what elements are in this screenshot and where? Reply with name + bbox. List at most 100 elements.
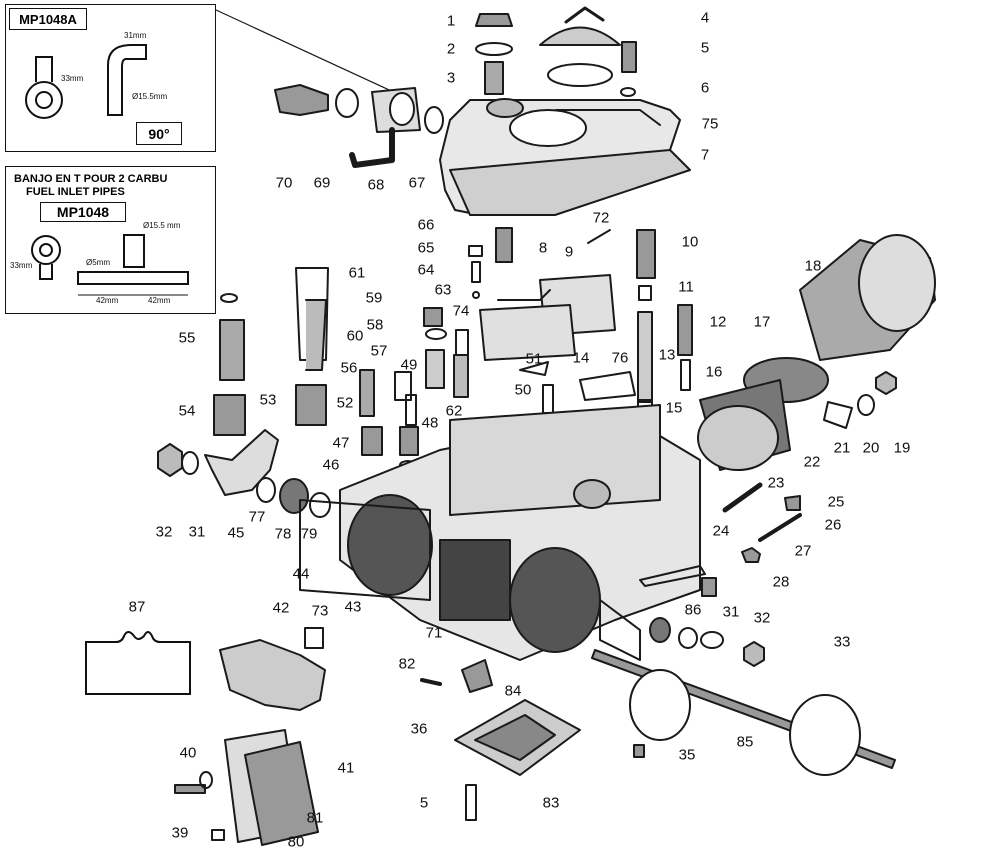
- part-label: 52: [336, 394, 354, 412]
- part-label: 2: [446, 40, 456, 58]
- part-label: 81: [306, 809, 324, 827]
- part-label: 61: [348, 264, 366, 282]
- part-label: 14: [572, 349, 590, 367]
- mp1048-code: MP1048: [40, 202, 126, 222]
- part-label: 86: [684, 601, 702, 619]
- mp1048a-diameter: Ø15.5mm: [132, 92, 168, 101]
- mp1048a-angle: 90°: [136, 122, 182, 145]
- bottom-parts: [174, 627, 645, 846]
- part-label: 15: [665, 399, 683, 417]
- part-label: 54: [178, 402, 196, 420]
- part-label: 39: [171, 824, 189, 842]
- part-label: 42: [272, 599, 290, 617]
- part-label: 26: [824, 516, 842, 534]
- part-label: 58: [366, 316, 384, 334]
- part-label: 19: [893, 439, 911, 457]
- part-label: 18: [804, 257, 822, 275]
- part-label: 56: [340, 359, 358, 377]
- part-label: 40: [179, 744, 197, 762]
- part-label: 21: [833, 439, 851, 457]
- mp1048-diameter: Ø15.5 mm: [143, 221, 181, 230]
- throttle-spindle: [591, 617, 896, 776]
- part-label: 7: [700, 146, 710, 164]
- mp1048-drawing: [31, 234, 189, 296]
- part-label: 55: [178, 329, 196, 347]
- part-label: 53: [259, 391, 277, 409]
- part-label: 82: [398, 655, 416, 673]
- part-label: 28: [772, 573, 790, 591]
- mp1048-pipe: Ø5mm: [86, 258, 110, 267]
- idle-parts: [639, 482, 802, 597]
- linkage-lever: [157, 429, 331, 518]
- fuel-cap: [475, 13, 513, 95]
- part-label: 20: [862, 439, 880, 457]
- part-label: 9: [564, 243, 574, 261]
- part-label: 32: [753, 609, 771, 627]
- part-label: 46: [322, 456, 340, 474]
- part-label: 23: [767, 474, 785, 492]
- part-label: 24: [712, 522, 730, 540]
- part-label: 4: [700, 9, 710, 27]
- part-label: 84: [504, 682, 522, 700]
- part-label: 73: [311, 602, 329, 620]
- part-label: 31: [722, 603, 740, 621]
- inset-callout-line: [215, 9, 401, 96]
- part-label: 49: [400, 356, 418, 374]
- mp1048a-height: 33mm: [61, 74, 84, 83]
- part-label: 74: [452, 302, 470, 320]
- part-label: 10: [681, 233, 699, 251]
- part-label: 62: [445, 402, 463, 420]
- part-label: 13: [658, 346, 676, 364]
- part-label: 78: [274, 525, 292, 543]
- part-label: 69: [313, 174, 331, 192]
- part-label: 35: [678, 746, 696, 764]
- part-label: 27: [794, 542, 812, 560]
- part-87-gasket: [85, 631, 191, 695]
- part-label: 85: [736, 733, 754, 751]
- part-label: 51: [525, 350, 543, 368]
- part-label: 48: [421, 414, 439, 432]
- part-label: 71: [425, 624, 443, 642]
- part-label: 17: [753, 313, 771, 331]
- mp1048a-drawing: [25, 44, 147, 119]
- part-label: 5: [419, 794, 429, 812]
- part-label: 57: [370, 342, 388, 360]
- center-parts: [453, 227, 636, 414]
- part-label: 45: [227, 524, 245, 542]
- wing-nut-dome: [539, 6, 621, 87]
- inset-mp1048: BANJO EN T POUR 2 CARBU FUEL INLET PIPES…: [5, 166, 216, 314]
- part-label: 31: [188, 523, 206, 541]
- part-label: 83: [542, 794, 560, 812]
- carburetor-body: [299, 404, 701, 661]
- air-trumpet: [697, 234, 936, 471]
- part-label: 3: [446, 69, 456, 87]
- part-label: 76: [611, 349, 629, 367]
- part-87-label: 87: [128, 598, 146, 616]
- part-label: 77: [248, 508, 266, 526]
- part-label: 59: [365, 289, 383, 307]
- part-label: 32: [155, 523, 173, 541]
- part-label: 66: [417, 216, 435, 234]
- cover-screw: [620, 41, 637, 97]
- part-label: 67: [408, 174, 426, 192]
- part-label: 16: [705, 363, 723, 381]
- part-label: 11: [678, 278, 694, 296]
- part-label: 80: [287, 833, 305, 851]
- inset-mp1048a: MP1048A 31mm 33mm Ø15.5mm 90°: [5, 4, 216, 152]
- part-label: 12: [709, 313, 727, 331]
- part-label: 5: [700, 39, 710, 57]
- part-label: 72: [592, 209, 610, 227]
- mp1048-length-right: 42mm: [148, 296, 171, 305]
- part-label: 25: [827, 493, 845, 511]
- part-label: 64: [417, 261, 435, 279]
- part-label: 8: [538, 239, 548, 257]
- mp1048-length-left: 42mm: [96, 296, 119, 305]
- part-label: 36: [410, 720, 428, 738]
- mp1048-height: 33mm: [10, 261, 33, 270]
- part-label: 60: [346, 327, 364, 345]
- mp1048-title-1: BANJO EN T POUR 2 CARBU: [14, 173, 168, 185]
- part-label: 22: [803, 453, 821, 471]
- part-label: 33: [833, 633, 851, 651]
- part-label: 6: [700, 79, 710, 97]
